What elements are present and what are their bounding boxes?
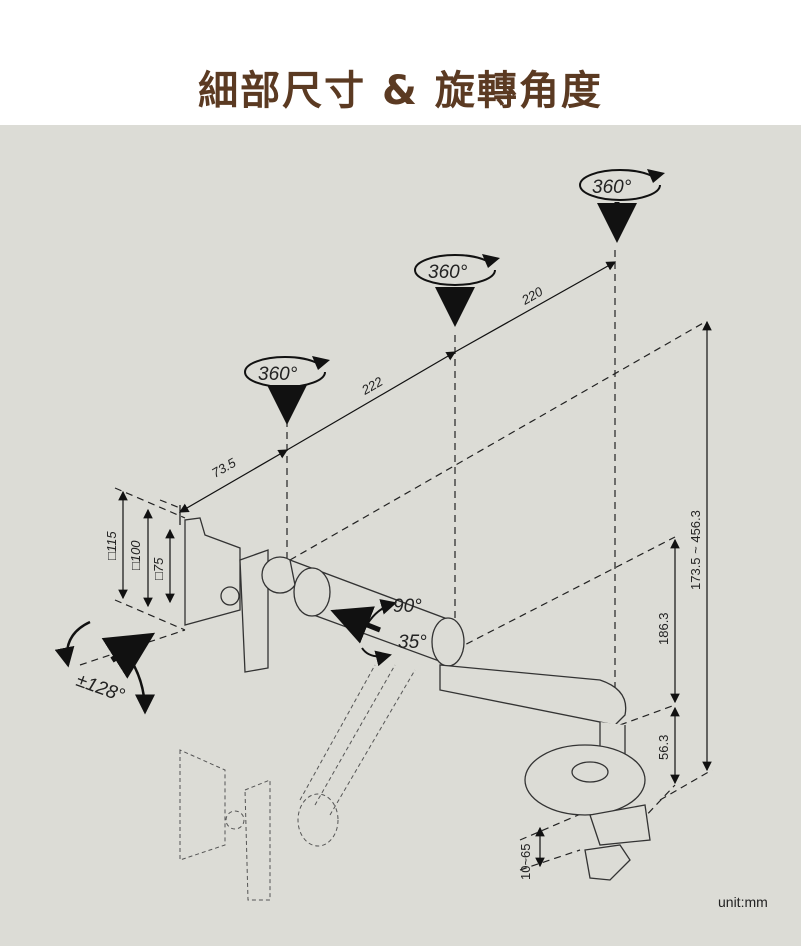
tilt-down-label: 35° [398, 632, 427, 653]
swivel-label: ±128° [73, 670, 127, 707]
tilt-indicator: 90° 35° [330, 596, 427, 667]
swivel-indicator: ±128° [54, 620, 156, 715]
tilt-up-arrow-icon [359, 599, 397, 641]
monitor-arm-illustration [184, 517, 651, 881]
arm-ghost-position [179, 664, 416, 901]
tilt-down-arrow-icon [361, 647, 392, 667]
height-lower-label: 56.3 [656, 735, 671, 760]
arm-dimension-line [178, 261, 617, 525]
vesa-100-label: □100 [128, 540, 143, 570]
height-range-label: 173.5 ~ 456.3 [688, 510, 703, 590]
dimension-220: 220 [518, 283, 546, 308]
swivel-left-arrow-icon [54, 620, 91, 668]
clamp-range-label: 10~65 [518, 843, 533, 880]
rotation-360-label: 360° [428, 262, 468, 283]
page-title: 細部尺寸 & 旋轉角度 [198, 68, 603, 114]
height-dimension-lines [535, 320, 712, 868]
push-arrow-icon [330, 606, 381, 644]
tilt-up-label: 90° [393, 596, 422, 617]
rotate-arrow-icon [482, 254, 500, 268]
guide-lines [79, 250, 713, 871]
rotation-indicator-2: 360° [414, 254, 500, 327]
unit-label: unit:mm [718, 894, 768, 910]
rotation-indicator-1: 360° [244, 356, 330, 425]
vesa-dimension-lines [118, 490, 175, 608]
rotate-arrow-icon [647, 169, 665, 183]
rotate-arrow-icon [312, 356, 330, 370]
monitor-arm-diagram: 73.5 222 220 □115 □100 □75 173.5 ~ 456.3… [0, 125, 801, 946]
swivel-push-arrow-icon [101, 632, 156, 679]
title-band: 細部尺寸 & 旋轉角度 [0, 0, 801, 125]
rotation-360-label: 360° [592, 177, 632, 198]
rotation-360-label: 360° [258, 364, 298, 385]
vesa-115-label: □115 [104, 531, 119, 560]
height-upper-label: 186.3 [656, 612, 671, 645]
dimension-73-5: 73.5 [209, 455, 239, 481]
rotation-indicator-3: 360° [579, 169, 665, 243]
diagram-svg: 73.5 222 220 □115 □100 □75 173.5 ~ 456.3… [54, 169, 768, 910]
vesa-75-label: □75 [151, 557, 166, 580]
